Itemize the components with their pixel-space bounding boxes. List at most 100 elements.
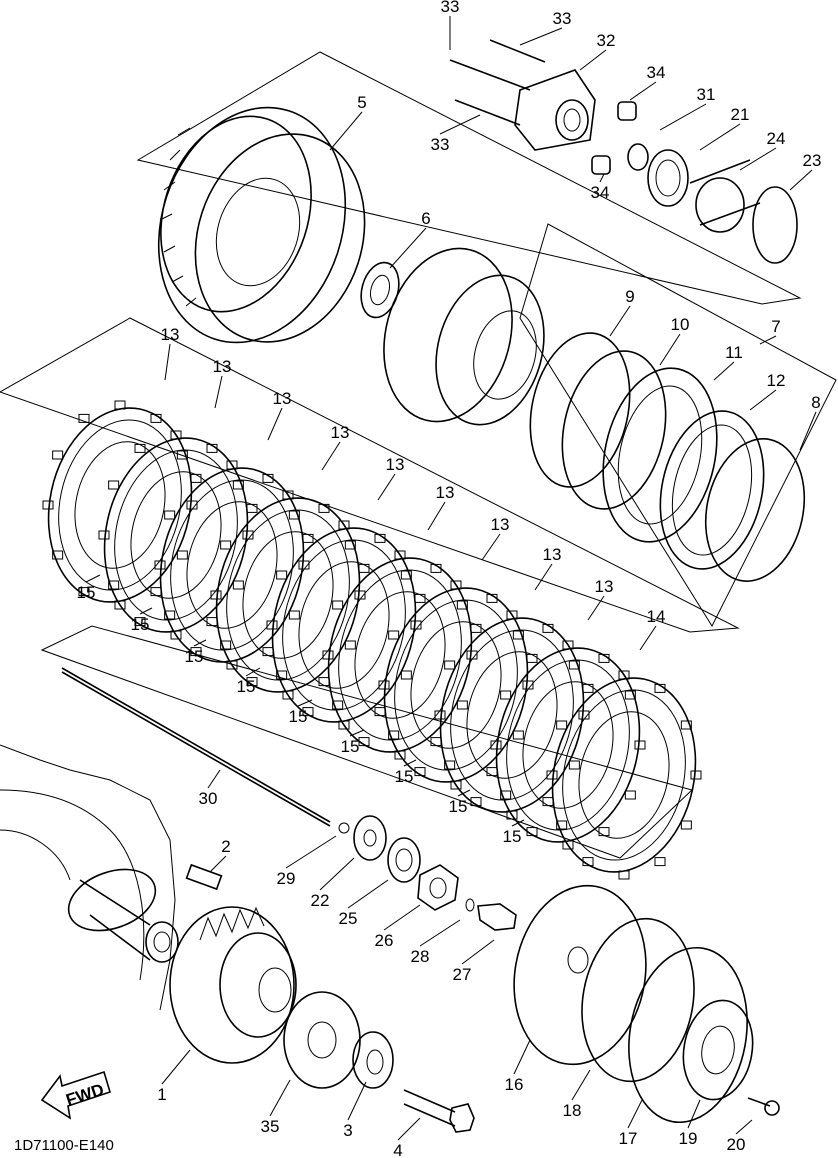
callout-5: 5 (357, 93, 366, 112)
plate-tab (302, 533, 314, 543)
frame-pressure-plate (519, 223, 837, 628)
plate-tab (470, 797, 482, 807)
callout-17: 17 (619, 1129, 638, 1148)
leader-line (164, 343, 171, 381)
callout-15: 15 (237, 677, 256, 696)
plate-tab (624, 790, 636, 800)
leader-line (513, 1039, 531, 1075)
plate-tab (542, 623, 554, 633)
thrust-washer (360, 261, 400, 319)
leader-line (245, 667, 261, 677)
primary-drive-gear (169, 906, 297, 1064)
plate-tab (114, 400, 126, 410)
clutch-plate (271, 527, 417, 723)
plate-tab (42, 500, 54, 510)
clutch-housing (157, 106, 366, 344)
leader-line (519, 27, 563, 46)
plate-tab (388, 630, 400, 640)
plate-tab (302, 707, 314, 717)
leader-line (209, 855, 227, 873)
plate-tab (338, 720, 350, 730)
clutch-plate (338, 569, 462, 741)
plate-tab (400, 570, 412, 580)
leader-line (609, 305, 631, 337)
plate-tab (206, 443, 218, 453)
small-parts (185, 815, 517, 931)
callout-10: 10 (671, 315, 690, 334)
plate-tab (512, 630, 524, 640)
plate-tab (282, 490, 294, 500)
leader-line (419, 919, 461, 947)
plate-tab (344, 540, 356, 550)
leader-line (321, 441, 341, 471)
leader-line (85, 574, 101, 583)
plate-tab (500, 790, 512, 800)
plate-tab (358, 563, 370, 573)
callout-33: 33 (431, 135, 450, 154)
plate-tab (164, 510, 176, 520)
callout-15: 15 (449, 797, 468, 816)
leader-line (735, 1119, 753, 1135)
plate-tab (226, 460, 238, 470)
callout-24: 24 (767, 129, 786, 148)
plate-tab (52, 550, 64, 560)
callout-13: 13 (331, 423, 350, 442)
clutch-plate (383, 587, 529, 783)
callout-35: 35 (261, 1117, 280, 1136)
plate-tab (190, 647, 202, 657)
callout-33: 33 (553, 9, 572, 28)
plate-tab (220, 540, 232, 550)
plate-tab (456, 600, 468, 610)
plate-tab (150, 587, 162, 597)
plate-tab (210, 590, 222, 600)
clutch-plate (242, 531, 334, 659)
fwd-arrow: FWD (40, 1070, 111, 1120)
plate-tab (562, 840, 574, 850)
clutch-plate (226, 509, 350, 681)
plate-tab (618, 870, 630, 880)
clutch-plate (562, 689, 686, 861)
plate-tab (414, 767, 426, 777)
leader-line (659, 333, 681, 366)
callout-16: 16 (505, 1075, 524, 1094)
plate-tab (108, 480, 120, 490)
plate-tab (486, 767, 498, 777)
plate-tab (654, 683, 666, 693)
callout-21: 21 (731, 105, 750, 124)
plate-tab (332, 700, 344, 710)
clutch-plate (282, 539, 406, 711)
leader-line (329, 111, 363, 151)
plate-tab (114, 600, 126, 610)
callout-3: 3 (343, 1121, 352, 1140)
plate-tab (400, 670, 412, 680)
clutch-plate (103, 437, 249, 633)
plate-tab (164, 610, 176, 620)
leader-line (267, 407, 283, 441)
plate-tab (176, 450, 188, 460)
callout-19: 19 (679, 1129, 698, 1148)
plate-tab (246, 503, 258, 513)
plate-tab (542, 797, 554, 807)
leader-line (193, 639, 207, 647)
plate-tab (556, 820, 568, 830)
leader-line (799, 411, 817, 451)
plate-tab (634, 740, 646, 750)
plate-tab (176, 550, 188, 560)
plate-tab (444, 760, 456, 770)
plate-tab (318, 503, 330, 513)
plate-tab (206, 617, 218, 627)
leader-line (161, 1049, 191, 1085)
clutch-plate (130, 471, 222, 599)
callout-20: 20 (727, 1135, 746, 1154)
callout-15: 15 (185, 647, 204, 666)
plate-tab (654, 857, 666, 867)
leader-line (713, 361, 735, 381)
callout-23: 23 (803, 151, 822, 170)
leader-line (659, 103, 707, 131)
clutch-plate (450, 629, 574, 801)
callout-13: 13 (491, 515, 510, 534)
plate-tab (562, 640, 574, 650)
frame-clutch-housing (136, 51, 802, 305)
leader-line (739, 147, 777, 171)
clutch-boss (383, 247, 545, 426)
